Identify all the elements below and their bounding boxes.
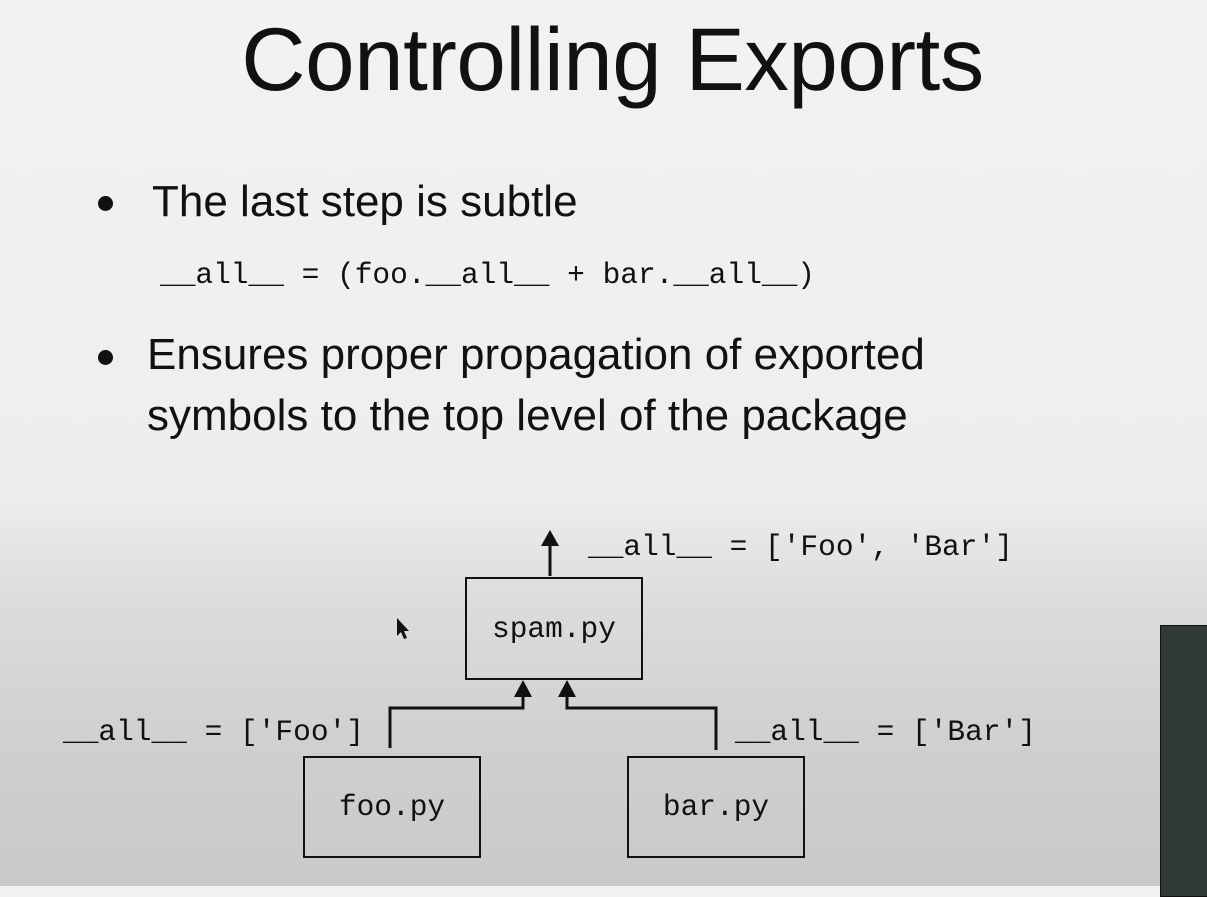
foo-module-box: foo.py [303, 756, 481, 858]
spam-module-name: spam.py [492, 611, 616, 646]
mouse-cursor-icon [397, 618, 409, 639]
bullet-1-text: The last step is subtle [152, 177, 578, 226]
arrow-foo-to-spam [388, 680, 532, 748]
foo-all-label: __all__ = ['Foo'] [63, 715, 364, 749]
up-arrow-export [541, 530, 559, 576]
podium-panel [1160, 625, 1207, 897]
bar-module-box: bar.py [627, 756, 805, 858]
bullet-1-code: __all__ = (foo.__all__ + bar.__all__) [160, 258, 816, 292]
bar-module-name: bar.py [662, 790, 770, 824]
bullet-2-line-2: symbols to the top level of the package [147, 391, 908, 440]
foo-module-name: foo.py [338, 790, 446, 824]
bullet-icon [98, 350, 113, 365]
slide-title: Controlling Exports [241, 9, 984, 109]
arrow-bar-to-spam [558, 680, 718, 750]
bullet-2-line-1: Ensures proper propagation of exported [147, 330, 925, 379]
bullet-icon [98, 196, 113, 211]
spam-all-label: __all__ = ['Foo', 'Bar'] [588, 530, 1013, 564]
spam-module-box: spam.py [465, 577, 643, 680]
bar-all-label: __all__ = ['Bar'] [735, 715, 1036, 749]
